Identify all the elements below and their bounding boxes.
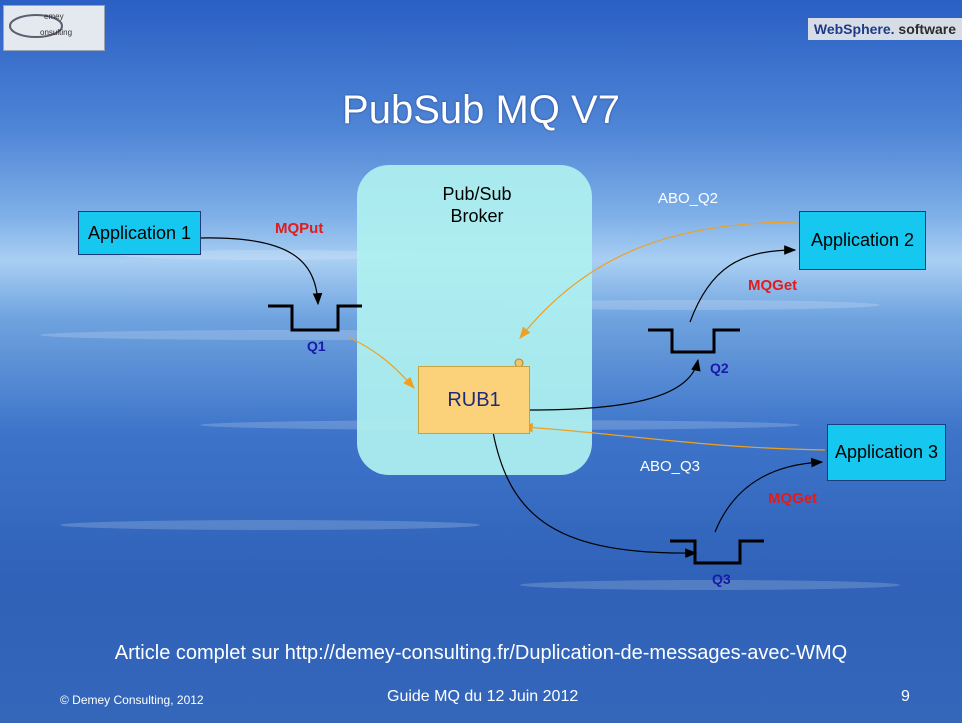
water-streak xyxy=(500,300,880,310)
article-link-text: Article complet sur http://demey-consult… xyxy=(114,642,848,664)
logo-swoosh-icon xyxy=(9,14,63,38)
logo-text-line1: emey xyxy=(44,12,64,21)
arrow-app1-to-q1 xyxy=(199,237,323,306)
label-abo-q3: ABO_Q3 xyxy=(640,458,701,475)
water-streak xyxy=(40,330,540,340)
node-topic-rub1: RUB1 xyxy=(418,366,530,434)
queue-q3-shape xyxy=(670,539,764,565)
websphere-badge: WebSphere. software xyxy=(807,18,962,40)
logo-text-line2: onsulting xyxy=(40,28,73,37)
node-application-1: Application 1 xyxy=(78,211,201,255)
water-streak xyxy=(520,580,900,590)
label-mqget-q2: MQGet xyxy=(748,277,798,294)
arrow-sub-q3 xyxy=(520,422,826,451)
arrow-sub-q2 xyxy=(519,221,799,339)
broker-label-line1: Pub/Sub xyxy=(442,184,512,204)
node-application-2: Application 2 xyxy=(799,211,926,270)
arrow-q3-to-app3 xyxy=(714,457,824,533)
water-streak xyxy=(120,250,420,260)
arrow-rub1-to-q3 xyxy=(492,431,698,558)
arrow-q1-to-rub1 xyxy=(349,337,415,389)
water-streak xyxy=(60,520,480,530)
queue-q1-shape xyxy=(268,304,362,332)
slide-header: emey onsulting WebSphere. software xyxy=(0,0,962,51)
label-q2: Q2 xyxy=(710,360,729,376)
company-logo: emey onsulting xyxy=(3,5,105,51)
label-mqget-q3: MQGet xyxy=(768,490,818,507)
broker-label: Pub/Sub Broker xyxy=(357,183,597,227)
label-q1: Q1 xyxy=(307,338,326,354)
node-application-3: Application 3 xyxy=(827,424,946,481)
arrow-q2-to-app2 xyxy=(689,245,797,323)
footer-copyright: © Demey Consulting, 2012 xyxy=(60,693,204,707)
brand-software: software xyxy=(898,21,956,37)
label-q3: Q3 xyxy=(712,571,731,587)
brand-websphere: WebSphere. xyxy=(813,21,895,37)
arrow-rub1-to-q2 xyxy=(529,358,701,411)
queue-q2-shape xyxy=(648,328,740,354)
label-abo-q2: ABO_Q2 xyxy=(658,190,719,207)
footer-event: Guide MQ du 12 Juin 2012 xyxy=(387,688,579,705)
broker-label-line2: Broker xyxy=(450,206,504,226)
slide-title: PubSub MQ V7 xyxy=(342,88,620,132)
page-number: 9 xyxy=(901,688,910,705)
label-mqput: MQPut xyxy=(275,220,324,237)
